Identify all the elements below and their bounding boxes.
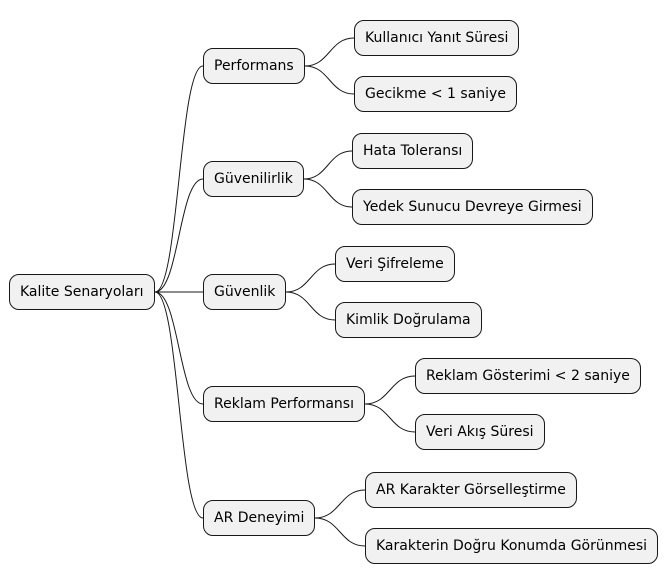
leaf-node-character-positioning: Karakterin Doğru Konumda Görünmesi	[365, 528, 659, 564]
leaf-node-latency: Gecikme < 1 saniye	[354, 76, 517, 112]
edge-security-to-data-encryption	[285, 263, 336, 293]
edge-ar-experience-to-ar-character-visualization	[314, 489, 366, 519]
leaf-node-backup-server: Yedek Sunucu Devreye Girmesi	[352, 189, 593, 225]
branch-node-ad-performance: Reklam Performansı	[203, 386, 365, 422]
branch-node-security: Güvenlik	[203, 274, 287, 310]
edge-performance-to-latency	[304, 65, 355, 95]
edge-reliability-to-fault-tolerance	[303, 150, 353, 180]
edge-reliability-to-backup-server	[303, 178, 353, 208]
leaf-node-ar-character-visualization: AR Karakter Görselleştirme	[365, 472, 577, 508]
edge-ad-performance-to-data-stream-time	[364, 403, 416, 433]
leaf-node-fault-tolerance: Hata Toleransı	[352, 133, 474, 169]
edge-performance-to-user-response-time	[304, 37, 355, 67]
edge-root-to-performance	[154, 65, 204, 293]
leaf-node-user-response-time: Kullanıcı Yanıt Süresi	[354, 20, 520, 56]
leaf-node-authentication: Kimlik Doğrulama	[335, 302, 482, 338]
edge-security-to-authentication	[285, 291, 336, 321]
leaf-node-ad-display: Reklam Gösterimi < 2 saniye	[415, 358, 641, 394]
branch-node-performance: Performans	[203, 48, 305, 84]
root-node: Kalite Senaryoları	[9, 274, 155, 310]
edge-root-to-ar-experience	[154, 291, 204, 519]
leaf-node-data-encryption: Veri Şifreleme	[335, 246, 455, 282]
leaf-node-data-stream-time: Veri Akış Süresi	[415, 414, 545, 450]
edge-root-to-reliability	[154, 178, 204, 293]
edge-ad-performance-to-ad-display	[364, 375, 416, 405]
branch-node-reliability: Güvenilirlik	[203, 161, 304, 197]
edge-root-to-ad-performance	[154, 291, 204, 405]
edge-ar-experience-to-character-positioning	[314, 517, 366, 547]
branch-node-ar-experience: AR Deneyimi	[203, 500, 316, 536]
